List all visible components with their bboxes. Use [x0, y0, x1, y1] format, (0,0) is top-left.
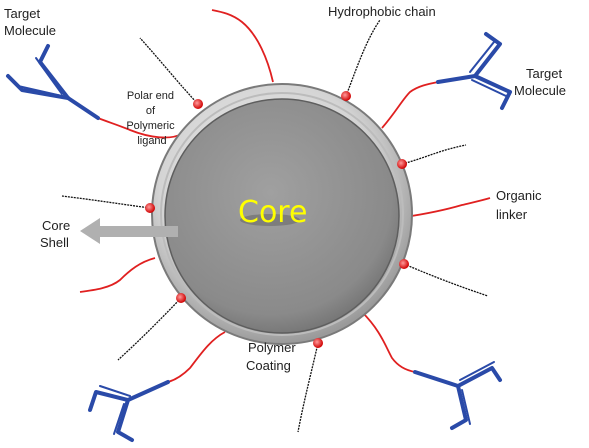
chain-right-upper [401, 144, 467, 165]
antibody-bottom-left [88, 380, 170, 442]
organic-linkers [79, 9, 491, 383]
label-polar-end: Polar end of Polymeric ligand [126, 90, 177, 147]
polar-end-dots [145, 91, 409, 348]
chain-top-center [345, 19, 381, 97]
label-organic-linker: Organic linker [496, 188, 545, 222]
dot-bottom-left [176, 293, 186, 303]
linker-top-right-antibody [381, 81, 439, 129]
core-shadow [240, 214, 300, 226]
dot-right-lower [399, 259, 409, 269]
chain-top-left [139, 37, 199, 105]
linker-bottom-left-antibody [167, 331, 226, 383]
dot-top-left [193, 99, 203, 109]
dot-right-upper [397, 159, 407, 169]
label-target-molecule-right: Target Molecule [514, 66, 566, 98]
chain-bottom-left [117, 297, 182, 361]
linker-top [211, 9, 274, 83]
linker-left-lower [79, 257, 156, 293]
dot-bottom-center [313, 338, 323, 348]
label-hydrophobic-chain: Hydrophobic chain [328, 4, 436, 19]
core-label: Core [238, 195, 307, 230]
core-shell-arrow [80, 218, 178, 244]
label-polymer-coating: Polymer Coating [246, 340, 299, 373]
labels: Target Molecule Hydrophobic chain Target… [4, 4, 566, 373]
antibody-top-right [436, 32, 512, 110]
linker-bottom-right-antibody [361, 311, 416, 373]
linker-top-left-antibody [97, 117, 183, 139]
chain-right-lower [403, 263, 489, 297]
dot-left [145, 203, 155, 213]
chain-left [61, 195, 151, 209]
linker-right [404, 197, 491, 218]
antibody-top-left [6, 44, 100, 120]
chain-bottom-center [297, 342, 319, 433]
dot-top-center [341, 91, 351, 101]
antibody-bottom-right [413, 361, 502, 430]
label-core-shell: Core Shell [40, 218, 74, 250]
label-target-molecule-top-left: Target Molecule [4, 6, 56, 38]
antibodies [6, 32, 512, 442]
shell-inner-ring [160, 92, 404, 336]
hydrophobic-chains [61, 19, 489, 433]
